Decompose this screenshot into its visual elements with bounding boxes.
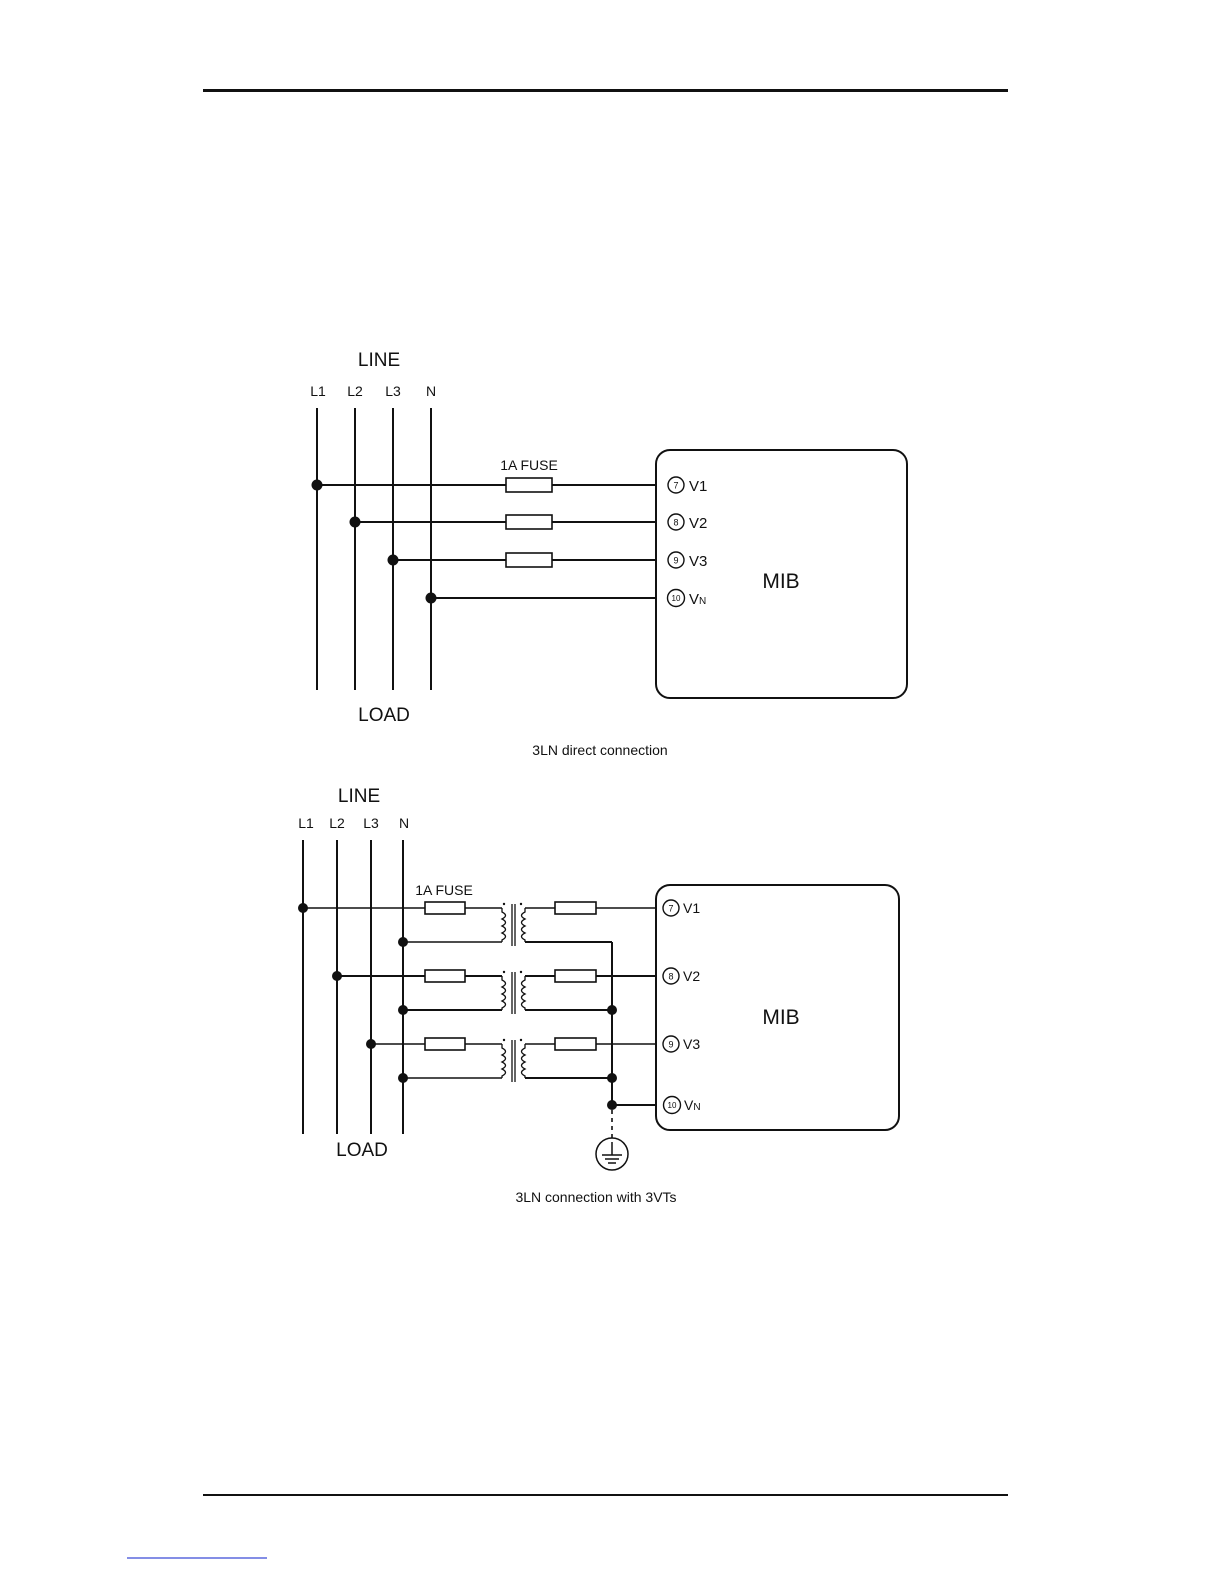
voltage-transformer-1 [502,903,525,946]
fuse-v3 [506,553,552,567]
fuse-label: 1A FUSE [500,457,558,473]
diagram-vt-connection: LINE L1 L2 L3 N LOAD 1A FUSE [298,786,899,1205]
terminal-v1-label: V1 [683,900,700,916]
junction-dot [398,1073,408,1083]
diagram-direct-connection: LINE L1 L2 L3 N LOAD 1A FUSE MIB 7 V1 [310,350,907,758]
junction-dot [607,1100,617,1110]
junction-dot [298,903,308,913]
junction-dot [398,1005,408,1015]
phase-label-l2: L2 [347,383,363,399]
terminal-v1-label: V1 [689,478,707,495]
junction-dot [366,1039,376,1049]
terminal-8-number: 8 [668,972,673,982]
secondary-fuse-v3 [555,1038,596,1050]
footer-rule [203,1494,1008,1496]
terminal-10-number: 10 [672,594,681,603]
diagram-caption: 3LN connection with 3VTs [515,1189,676,1205]
ground-icon [596,1138,628,1170]
terminal-9-number: 9 [673,556,678,566]
line-label: LINE [358,350,400,371]
phase-label-l3: L3 [363,815,379,831]
fuse-v2 [506,515,552,529]
phase-label-n: N [426,383,436,399]
terminal-v2-label: V2 [683,968,700,984]
junction-dot [607,1005,617,1015]
junction-dot [312,480,323,491]
load-label: LOAD [336,1140,388,1161]
secondary-fuse-v2 [555,970,596,982]
phase-label-l1: L1 [298,815,314,831]
line-label: LINE [338,786,380,807]
fuse-v1 [506,478,552,492]
junction-dot [350,517,361,528]
primary-fuse-v2 [425,970,465,982]
terminal-v3-label: V3 [689,553,707,570]
primary-fuse-v3 [425,1038,465,1050]
junction-dot [426,593,437,604]
secondary-fuse-v1 [555,902,596,914]
terminal-7-number: 7 [673,481,678,491]
terminal-9-number: 9 [668,1040,673,1050]
mib-label: MIB [762,570,799,593]
voltage-transformer-2 [502,971,525,1014]
terminal-v3-label: V3 [683,1036,700,1052]
junction-dot [398,937,408,947]
terminal-10-number: 10 [668,1101,677,1110]
header-rule [203,89,1008,92]
diagram-caption: 3LN direct connection [532,742,667,758]
junction-dot [388,555,399,566]
load-label: LOAD [358,705,410,726]
terminal-v2-label: V2 [689,515,707,532]
mib-label: MIB [762,1006,799,1029]
junction-dot [607,1073,617,1083]
phase-label-l1: L1 [310,383,326,399]
phase-label-l2: L2 [329,815,345,831]
terminal-8-number: 8 [673,518,678,528]
terminal-7-number: 7 [668,904,673,914]
fuse-label: 1A FUSE [415,882,473,898]
primary-fuse-v1 [425,902,465,914]
junction-dot [332,971,342,981]
voltage-transformer-3 [502,1039,525,1082]
phase-label-n: N [399,815,409,831]
phase-label-l3: L3 [385,383,401,399]
